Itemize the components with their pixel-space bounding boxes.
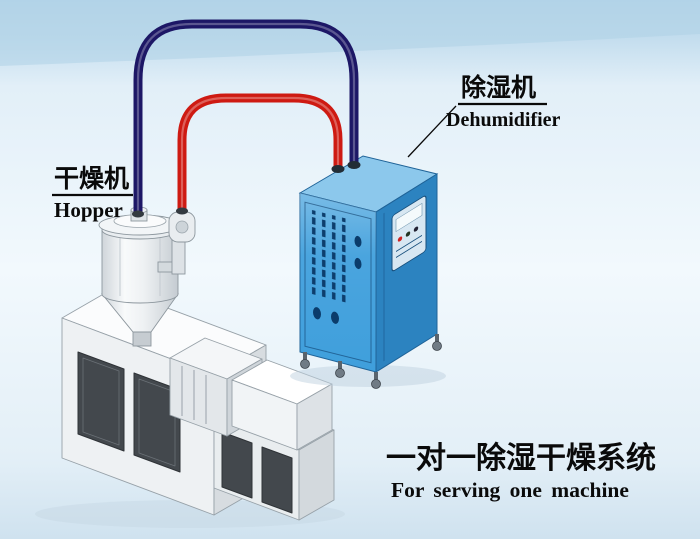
caster-leg — [303, 352, 307, 360]
dehumidifier-door-outline — [304, 201, 372, 364]
hopper-body — [101, 229, 179, 304]
dehumidifier-front-details — [304, 201, 372, 364]
extruder-machine — [35, 287, 345, 528]
dehumidifier-pointer-line — [407, 105, 457, 158]
extruder-head-side — [296, 383, 333, 451]
hopper-label: 干燥机 Hopper — [52, 165, 133, 222]
extruder-door-panel-trim — [138, 378, 176, 467]
hopper-label-cn: 干燥机 — [54, 165, 129, 193]
caster-leg — [374, 372, 378, 380]
blower-duct — [171, 239, 186, 275]
red-hose-highlight — [180, 96, 340, 212]
hose-port — [331, 165, 345, 173]
panel-line — [396, 240, 422, 259]
vent-hole — [313, 307, 321, 320]
vent-hole — [354, 235, 362, 248]
caption-title-cn: 一对一除湿干燥系统 — [386, 441, 656, 475]
caster-leg — [435, 334, 439, 342]
vent-hole — [331, 311, 339, 324]
hopper-label-en: Hopper — [54, 198, 123, 222]
caster-leg — [338, 361, 342, 369]
blower-motor-hub — [175, 220, 189, 234]
navy-hose-highlight — [136, 22, 356, 216]
hopper-dryer — [98, 206, 196, 347]
caster-wheel — [432, 341, 442, 351]
dehumidifier-label-cn: 除湿机 — [461, 73, 536, 102]
air-hoses — [132, 19, 361, 218]
extruder-base-panel — [221, 431, 253, 499]
caster-wheel — [300, 359, 310, 369]
extruder-door-panel — [77, 351, 125, 452]
control-panel-display — [395, 202, 423, 233]
caster-wheel — [371, 379, 381, 389]
dehumidifier-label-en: Dehumidifier — [446, 109, 561, 131]
caster-wheel — [335, 368, 345, 378]
dehumidifier-shadow — [290, 365, 446, 387]
return-air-hose-navy — [133, 19, 359, 216]
extruder-door-panel — [133, 372, 181, 473]
panel-line — [396, 234, 422, 253]
dehumidifier-label: 除湿机 Dehumidifier — [407, 73, 561, 158]
panel-button-red — [397, 236, 403, 242]
hose-port — [347, 161, 361, 169]
panel-button — [413, 226, 419, 232]
background-top-band — [0, 0, 700, 66]
extruder-door-panel-trim — [82, 357, 120, 446]
panel-button — [405, 231, 411, 237]
caption: 一对一除湿干燥系统 For serving one machine — [386, 441, 656, 502]
extruder-base-panel — [261, 446, 293, 514]
dehumidifier-side-details — [383, 195, 427, 362]
extruder-base-side — [298, 429, 335, 521]
caption-subtitle-en: For serving one machine — [391, 478, 629, 502]
dehumidifier-casters — [300, 334, 442, 389]
vent-hole — [354, 257, 362, 270]
dehumidifier — [290, 155, 446, 389]
hose-port — [176, 207, 188, 215]
dry-air-hose-red — [177, 93, 343, 212]
dehumidifier-louver-vents — [309, 209, 349, 306]
hose-port — [132, 210, 144, 218]
